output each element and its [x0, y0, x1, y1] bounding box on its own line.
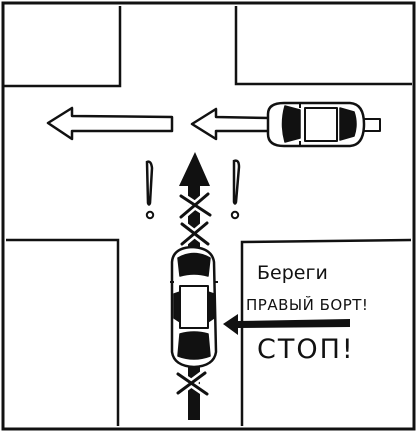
cross-icon: [177, 190, 214, 221]
exclamation-icon: [145, 160, 155, 220]
warning-marks: [145, 159, 241, 220]
arrow-left-icon: [46, 106, 174, 141]
block-bottom-left: [6, 238, 120, 426]
exclamation-icon: [230, 159, 241, 220]
car-icon: [170, 245, 218, 369]
car-icon: [266, 101, 381, 148]
arrow-left-icon: [190, 107, 272, 141]
arrow-left-icon: [223, 314, 350, 335]
block-bottom-right: [240, 238, 412, 426]
caption-line-2: ПРАВЫЙ БОРТ!: [246, 296, 369, 314]
caption-line-1: Береги: [257, 262, 328, 284]
cross-icon: [174, 369, 211, 398]
block-top-left: [4, 6, 122, 88]
caption-line-3: СТОП!: [257, 334, 355, 365]
cross-icon: [178, 219, 212, 248]
block-top-right: [234, 6, 412, 86]
